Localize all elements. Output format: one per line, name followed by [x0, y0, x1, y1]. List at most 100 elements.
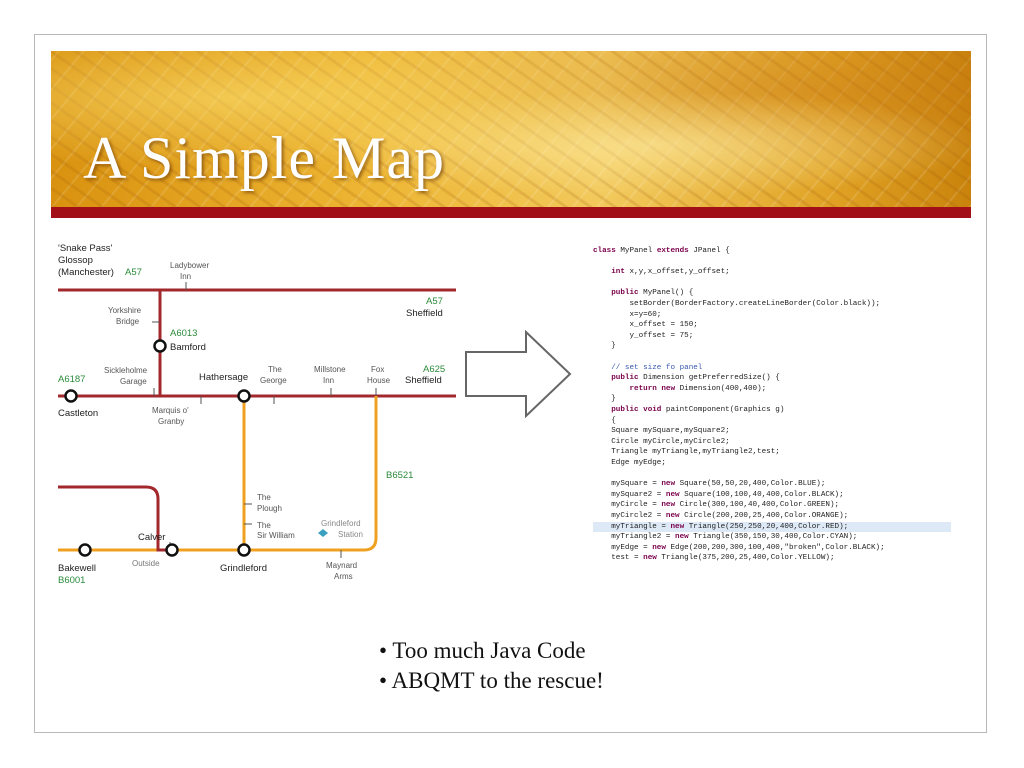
bullet-item: • ABQMT to the rescue! [379, 668, 604, 693]
map-label: Bridge [116, 317, 140, 326]
bakewell-station [78, 543, 92, 557]
map-label: Ladybower [170, 261, 209, 270]
code-line: public MyPanel() { [593, 289, 693, 298]
code-token [593, 385, 629, 393]
code-token: x_offset = 150; [593, 321, 698, 330]
code-token: Edge myEdge; [593, 459, 666, 467]
code-token: // set size fo panel [593, 363, 703, 372]
map-label: Inn [180, 272, 191, 281]
code-line: myTriangle = new Triangle(250,250,20,400… [593, 523, 848, 532]
station-markers [64, 339, 251, 557]
code-token: public [611, 289, 639, 298]
road-label-b6521: B6521 [386, 470, 413, 481]
code-line: } [593, 395, 616, 404]
code-token: test = [593, 554, 644, 563]
code-line: myCircle2 = new Circle(200,200,25,400,Co… [593, 512, 848, 521]
code-token: MyPanel [615, 247, 657, 255]
code-token: { [593, 416, 616, 425]
code-token: } [593, 395, 616, 404]
map-label: Grindleford [321, 519, 361, 528]
map-label: Sheffield [405, 375, 442, 386]
map-label: Bakewell [58, 563, 96, 574]
map-label: The [257, 493, 271, 502]
map-label: (Manchester) [58, 267, 114, 278]
code-line: mySquare = new Square(50,50,20,400,Color… [593, 480, 825, 489]
code-token [593, 374, 611, 382]
map-label: Station [338, 530, 363, 539]
map-label: Hathersage [199, 372, 248, 383]
code-token: Triangle(250,250,20,400,Color.RED); [684, 522, 849, 531]
code-token: extends [656, 247, 689, 255]
code-line: { [593, 417, 616, 426]
code-token: JPanel { [688, 247, 730, 255]
code-token: myTriangle = [593, 522, 671, 531]
code-line: // set size fo panel [593, 364, 702, 373]
map-label: Bamford [170, 342, 206, 353]
code-line: int x,y,x_offset,y_offset; [593, 268, 730, 277]
slide-title: A Simple Map [83, 125, 446, 191]
map-label: Garage [120, 377, 147, 386]
right-arrow-icon [465, 330, 572, 418]
map-label: Sheffield [406, 308, 443, 319]
code-token: Triangle(375,200,25,400,Color.YELLOW); [656, 554, 835, 563]
road-label-a6013: A6013 [170, 328, 197, 339]
code-token: Square mySquare,mySquare2; [593, 427, 730, 436]
road-label-a6187: A6187 [58, 374, 85, 385]
code-token: Square(100,100,40,400,Color.BLACK); [679, 490, 844, 499]
bullet-list: • Too much Java Code • ABQMT to the resc… [379, 636, 604, 696]
code-token: mySquare2 = [593, 490, 666, 499]
grindleford-station [237, 543, 251, 557]
code-line: } [593, 342, 616, 351]
code-token: paintComponent(Graphics g) [661, 406, 785, 414]
code-token: new [652, 543, 666, 552]
code-token: class [593, 247, 616, 255]
code-line: test = new Triangle(375,200,25,400,Color… [593, 554, 835, 563]
map-label: Sickleholme [104, 366, 148, 375]
code-line: myEdge = new Edge(200,200,300,100,400,"b… [593, 543, 884, 553]
route-map: 'Snake Pass' Glossop (Manchester) Ladybo… [58, 243, 456, 586]
map-label: George [260, 376, 287, 385]
map-label: Fox [371, 365, 384, 374]
map-label: The [257, 521, 271, 530]
map-label: Inn [323, 376, 334, 385]
bullet-item: • Too much Java Code [379, 638, 586, 663]
code-token: Square(50,50,20,400,Color.BLUE); [675, 480, 826, 489]
code-token: Dimension(400,400); [675, 384, 767, 393]
code-line: x_offset = 150; [593, 321, 698, 330]
map-label: Maynard [326, 561, 357, 570]
code-token: Circle(300,100,40,400,Color.GREEN); [675, 501, 840, 510]
code-line: Triangle myTriangle,myTriangle2,test; [593, 448, 780, 457]
code-line: Edge myEdge; [593, 459, 666, 468]
code-line: myCircle = new Circle(300,100,40,400,Col… [593, 501, 839, 510]
code-token [593, 406, 611, 414]
bamford-station [153, 339, 167, 353]
code-token: Dimension getPreferredSize() { [638, 374, 780, 383]
code-token: new [675, 533, 689, 542]
road-label-b6001: B6001 [58, 575, 85, 586]
map-label: Glossop [58, 255, 93, 266]
map-label: Arms [334, 572, 353, 581]
map-label: Granby [158, 417, 184, 426]
code-token: } [593, 342, 616, 351]
code-token: new [661, 501, 676, 510]
map-label: Yorkshire [108, 306, 142, 315]
road-label-a57: A57 [125, 267, 142, 278]
code-token: Triangle(350,150,30,400,Color.CYAN); [688, 533, 858, 542]
map-label: Sir William [257, 531, 295, 540]
map-label: The [268, 365, 282, 374]
map-label: Calver [138, 532, 165, 543]
code-token: x,y,x_offset,y_offset; [624, 268, 730, 277]
map-label: 'Snake Pass' [58, 243, 113, 254]
map-label: Plough [257, 504, 282, 513]
code-line: myTriangle2 = new Triangle(350,150,30,40… [593, 533, 857, 542]
map-label: Outside [132, 559, 160, 568]
code-line: return new Dimension(400,400); [593, 385, 766, 394]
code-token: int [611, 268, 625, 277]
code-line: class MyPanel extends JPanel { [593, 247, 730, 256]
java-code-block: class MyPanel extends JPanel { int x,y,x… [593, 247, 953, 607]
banner-underline [51, 207, 971, 218]
road-label-a625: A625 [423, 364, 445, 375]
castleton-station [64, 389, 78, 403]
code-token: new [665, 512, 680, 520]
code-line: x=y=60; [593, 311, 661, 320]
